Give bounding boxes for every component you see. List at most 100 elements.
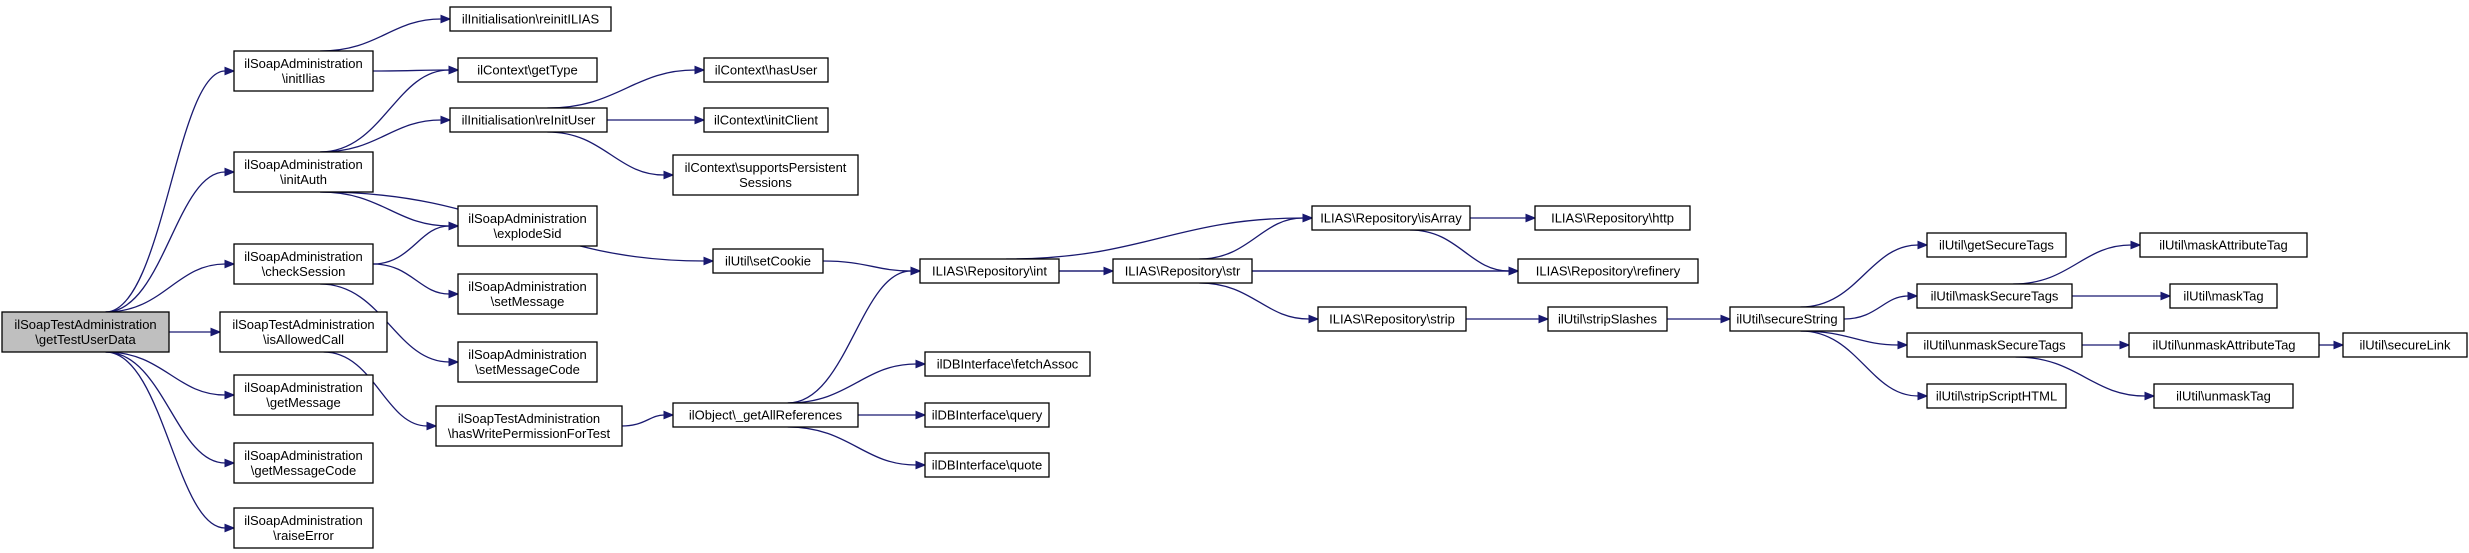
edge-line bbox=[320, 69, 450, 153]
node-label: \initAuth bbox=[280, 172, 327, 187]
node-secureString[interactable]: ilUtil\secureString bbox=[1729, 306, 1845, 332]
node-setMessageCode[interactable]: ilSoapAdministration\setMessageCode bbox=[457, 341, 598, 383]
node-repoStr[interactable]: ILIAS\Repository\str bbox=[1112, 258, 1253, 284]
edge-line bbox=[105, 351, 226, 464]
edge-checkSession-to-explodeSid bbox=[372, 221, 460, 265]
edge-arrowhead bbox=[1508, 266, 1520, 276]
node-label: Sessions bbox=[739, 175, 792, 190]
edge-arrowhead bbox=[915, 359, 927, 369]
edge-line bbox=[1199, 282, 1310, 320]
edge-secureString-to-stripScriptHTML bbox=[1800, 330, 1929, 401]
node-stripSlashes[interactable]: ilUtil\stripSlashes bbox=[1547, 306, 1668, 332]
edge-repoIsArray-to-repoRefinery bbox=[1409, 229, 1520, 276]
node-secureLink[interactable]: ilUtil\secureLink bbox=[2342, 332, 2468, 358]
node-repoStrip[interactable]: ILIAS\Repository\strip bbox=[1317, 306, 1467, 332]
node-unmaskAttributeTag[interactable]: ilUtil\unmaskAttributeTag bbox=[2128, 332, 2320, 358]
node-hasWritePermission[interactable]: ilSoapTestAdministration\hasWritePermiss… bbox=[435, 405, 623, 447]
node-raiseError[interactable]: ilSoapAdministration\raiseError bbox=[233, 507, 374, 549]
node-label: ilDBInterface\query bbox=[932, 408, 1043, 423]
edge-arrowhead bbox=[224, 390, 236, 400]
node-quote[interactable]: ilDBInterface\quote bbox=[924, 452, 1050, 478]
node-checkSession[interactable]: ilSoapAdministration\checkSession bbox=[233, 243, 374, 285]
node-label: ilDBInterface\quote bbox=[932, 458, 1043, 473]
node-label: ilUtil\maskSecureTags bbox=[1931, 289, 2059, 304]
edge-arrowhead bbox=[224, 167, 236, 177]
node-repoHttp[interactable]: ILIAS\Repository\http bbox=[1534, 205, 1691, 231]
edge-arrowhead bbox=[224, 66, 236, 76]
node-box bbox=[712, 248, 824, 274]
node-label: \setMessageCode bbox=[475, 362, 580, 377]
node-box bbox=[233, 374, 374, 416]
node-box bbox=[449, 6, 612, 32]
node-setMessage[interactable]: ilSoapAdministration\setMessage bbox=[457, 273, 598, 315]
edge-line bbox=[621, 414, 665, 427]
edge-line bbox=[547, 131, 665, 176]
node-label: \explodeSid bbox=[494, 226, 562, 241]
node-getAllReferences[interactable]: ilObject\_getAllReferences bbox=[672, 402, 859, 428]
node-repoInt[interactable]: ILIAS\Repository\int bbox=[919, 258, 1060, 284]
node-label: ilSoapAdministration bbox=[244, 380, 363, 395]
node-box bbox=[2128, 332, 2320, 358]
edge-unmaskSecureTags-to-unmaskTag bbox=[2015, 356, 2156, 401]
node-box bbox=[672, 154, 859, 196]
node-reinitILIAS[interactable]: ilInitialisation\reinitILIAS bbox=[449, 6, 612, 32]
node-unmaskSecureTags[interactable]: ilUtil\unmaskSecureTags bbox=[1906, 332, 2083, 358]
node-initAuth[interactable]: ilSoapAdministration\initAuth bbox=[233, 151, 374, 193]
node-hasUser[interactable]: ilContext\hasUser bbox=[703, 57, 829, 83]
edge-arrowhead bbox=[1720, 314, 1732, 324]
edge-repoStr-to-repoStrip bbox=[1199, 282, 1320, 324]
node-box bbox=[233, 243, 374, 285]
edge-setCookie-to-repoInt bbox=[822, 260, 922, 276]
node-label: ilDBInterface\fetchAssoc bbox=[937, 357, 1079, 372]
node-label: \hasWritePermissionForTest bbox=[448, 426, 611, 441]
node-getType[interactable]: ilContext\getType bbox=[457, 57, 598, 83]
node-label: ILIAS\Repository\strip bbox=[1329, 312, 1455, 327]
node-maskAttributeTag[interactable]: ilUtil\maskAttributeTag bbox=[2139, 232, 2308, 258]
edge-root-to-raiseError bbox=[105, 351, 236, 533]
node-label: \setMessage bbox=[491, 294, 565, 309]
node-query[interactable]: ilDBInterface\query bbox=[924, 402, 1050, 428]
node-getMessageCode[interactable]: ilSoapAdministration\getMessageCode bbox=[233, 442, 374, 484]
node-label: ilSoapAdministration bbox=[244, 513, 363, 528]
node-box bbox=[449, 107, 608, 133]
node-label: ilSoapAdministration bbox=[244, 157, 363, 172]
edge-arrowhead bbox=[224, 523, 236, 533]
edge-reInitUser-to-hasUser bbox=[547, 65, 706, 109]
node-label: ILIAS\Repository\refinery bbox=[1536, 264, 1681, 279]
node-explodeSid[interactable]: ilSoapAdministration\explodeSid bbox=[457, 205, 598, 247]
edge-unmaskAttributeTag-to-secureLink bbox=[2318, 340, 2345, 350]
edge-maskSecureTags-to-maskAttributeTag bbox=[2013, 240, 2142, 285]
node-repoIsArray[interactable]: ILIAS\Repository\isArray bbox=[1311, 205, 1471, 231]
node-unmaskTag[interactable]: ilUtil\unmaskTag bbox=[2153, 383, 2294, 409]
edge-reInitUser-to-initClient bbox=[607, 115, 706, 125]
edge-line bbox=[105, 70, 226, 313]
node-reInitUser[interactable]: ilInitialisation\reInitUser bbox=[449, 107, 608, 133]
node-label: \raiseError bbox=[273, 528, 334, 543]
node-setCookie[interactable]: ilUtil\setCookie bbox=[712, 248, 824, 274]
edge-maskSecureTags-to-maskTag bbox=[2072, 291, 2172, 301]
node-root[interactable]: ilSoapTestAdministration\getTestUserData bbox=[1, 311, 170, 353]
node-maskTag[interactable]: ilUtil\maskTag bbox=[2169, 283, 2278, 309]
node-label: \isAllowedCall bbox=[263, 332, 344, 347]
node-label: ilUtil\unmaskSecureTags bbox=[1923, 338, 2066, 353]
node-initIlias[interactable]: ilSoapAdministration\initIlias bbox=[233, 50, 374, 92]
node-stripScriptHTML[interactable]: ilUtil\stripScriptHTML bbox=[1926, 383, 2067, 409]
edge-line bbox=[2013, 244, 2132, 285]
node-repoRefinery[interactable]: ILIAS\Repository\refinery bbox=[1517, 258, 1699, 284]
node-maskSecureTags[interactable]: ilUtil\maskSecureTags bbox=[1916, 283, 2073, 309]
node-label: ILIAS\Repository\int bbox=[932, 264, 1047, 279]
node-box bbox=[1317, 306, 1467, 332]
node-label: ILIAS\Repository\http bbox=[1551, 211, 1674, 226]
node-fetchAssoc[interactable]: ilDBInterface\fetchAssoc bbox=[924, 351, 1091, 377]
edge-line bbox=[1409, 229, 1510, 272]
edge-checkSession-to-setMessage bbox=[372, 263, 460, 299]
node-getMessage[interactable]: ilSoapAdministration\getMessage bbox=[233, 374, 374, 416]
edge-arrowhead bbox=[2119, 340, 2131, 350]
node-initClient[interactable]: ilContext\initClient bbox=[703, 107, 829, 133]
node-getSecureTags[interactable]: ilUtil\getSecureTags bbox=[1926, 232, 2067, 258]
node-label: ilUtil\maskAttributeTag bbox=[2159, 238, 2288, 253]
edge-line bbox=[105, 351, 226, 529]
node-isAllowedCall[interactable]: ilSoapTestAdministration\isAllowedCall bbox=[219, 311, 388, 353]
edge-line bbox=[787, 270, 912, 404]
